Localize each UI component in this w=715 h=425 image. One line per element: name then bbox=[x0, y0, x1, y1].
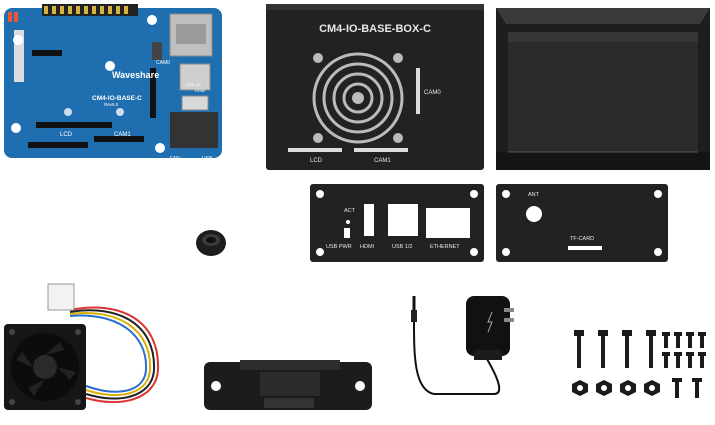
back-ant-label: ANT bbox=[528, 192, 540, 198]
board-model: CM4-IO-BASE-C bbox=[92, 95, 142, 102]
board-usb-label: USB bbox=[202, 156, 213, 162]
screws-and-standoffs bbox=[560, 326, 712, 416]
case-lcd-label: LCD bbox=[310, 158, 323, 164]
front-panel: ACT USB PWR HDMI USB 1/2 ETHERNET bbox=[308, 182, 486, 264]
back-panel: ANT TF-CARD bbox=[494, 182, 670, 264]
rubber-grommet bbox=[194, 228, 228, 258]
case-title: CM4-IO-BASE-BOX-C bbox=[319, 23, 431, 35]
front-hdmi-label: HDMI bbox=[360, 244, 375, 250]
board-lcd-label: LCD bbox=[60, 132, 73, 138]
board-fan-label: FAN bbox=[170, 156, 180, 162]
front-usb-pwr-label: USB PWR bbox=[326, 244, 352, 250]
case-body bbox=[494, 2, 712, 172]
board-usb-hdmi-label: USB 1/2 bbox=[186, 82, 202, 87]
front-usb12-label: USB 1/2 bbox=[392, 244, 412, 250]
board-logo: Waveshare bbox=[112, 70, 159, 80]
case-cam1-label: CAM1 bbox=[374, 158, 391, 164]
din-rail-bracket bbox=[200, 358, 376, 414]
board-hdmi-label: HDMI bbox=[195, 88, 205, 93]
front-ethernet-label: ETHERNET bbox=[430, 244, 460, 250]
front-act-label: ACT bbox=[344, 208, 356, 214]
cooling-fan bbox=[0, 280, 178, 420]
case-top: CM4-IO-BASE-BOX-C CAM0 LCD CAM1 bbox=[264, 2, 486, 172]
board-cam0-label: CAM0 bbox=[156, 60, 170, 66]
power-adapter bbox=[404, 294, 528, 420]
carrier-board: Waveshare CM4-IO-BASE-C Rev5.0 LCD CAM1 … bbox=[2, 2, 226, 164]
board-cam1-label: CAM1 bbox=[114, 132, 131, 138]
back-tf-label: TF-CARD bbox=[570, 236, 594, 242]
board-subtitle: Rev5.0 bbox=[104, 102, 119, 107]
case-cam0-label: CAM0 bbox=[424, 90, 441, 96]
